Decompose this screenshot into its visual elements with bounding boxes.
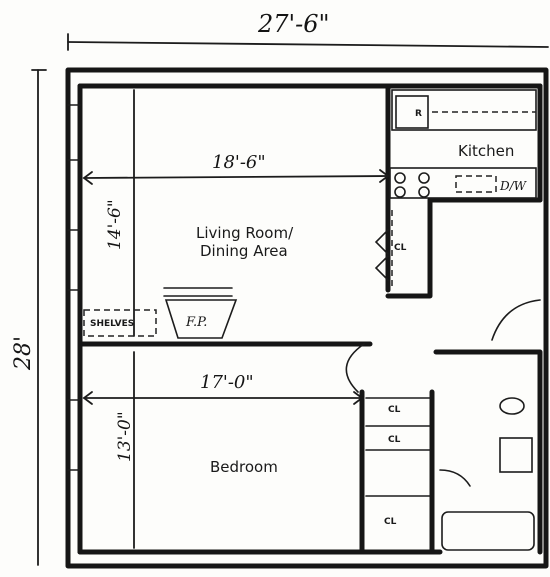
closet-door-icon xyxy=(374,229,389,255)
burner-icon xyxy=(394,186,406,198)
kitchen-counter-top xyxy=(391,89,537,131)
burner-icon xyxy=(418,172,430,184)
closet-dividers xyxy=(365,397,431,497)
bedroom-width-label: 17'-0" xyxy=(200,372,254,393)
bedroom-height-label: 13'-0" xyxy=(115,411,135,462)
bath-door-swing xyxy=(491,299,541,341)
overall-width-dimension: 27'-6" xyxy=(67,10,549,51)
kitchen-counter-bottom xyxy=(389,167,537,199)
living-height-label: 14'-6" xyxy=(105,199,125,250)
arrow-left-icon xyxy=(82,171,93,185)
closet-door-icon xyxy=(374,255,389,281)
bathroom-walls xyxy=(433,349,543,555)
burner-icon xyxy=(418,186,430,198)
living-label-line1: Living Room/ xyxy=(196,224,294,242)
closet-label: CL xyxy=(384,517,397,527)
kitchen-closet-label: CL xyxy=(394,243,407,253)
refrigerator xyxy=(395,95,429,129)
shelves-label: SHELVES xyxy=(90,319,134,329)
overall-width-line xyxy=(67,41,549,48)
toilet-icon xyxy=(499,397,525,415)
kitchen-label: Kitchen xyxy=(458,142,514,160)
overall-height-dimension: 28' xyxy=(11,69,47,566)
shelves xyxy=(83,309,157,337)
arrow-right-icon xyxy=(379,169,390,183)
bathtub-icon xyxy=(441,511,535,551)
closet-label: CL xyxy=(388,405,401,415)
arrow-left-icon xyxy=(82,391,93,405)
living-label-line2: Dining Area xyxy=(200,242,288,260)
kitchen: R D/W Kitchen CL xyxy=(374,83,543,299)
burner-icon xyxy=(394,172,406,184)
exterior-walls xyxy=(65,67,549,569)
overall-width-label: 27'-6" xyxy=(257,10,330,38)
living-width-line xyxy=(83,175,389,179)
living-dimensions: 18'-6" 14'-6" Living Room/ Dining Area xyxy=(82,89,390,337)
sink xyxy=(455,175,497,193)
bath-door-swing-lower xyxy=(439,469,471,487)
bedroom: 17'-0" 13'-0" Bedroom CL CL CL xyxy=(82,351,435,555)
fireplace xyxy=(163,287,238,339)
bedroom-door-swing xyxy=(345,343,365,393)
shelves-and-fireplace: SHELVES F.P. xyxy=(77,287,373,393)
bathroom xyxy=(433,299,543,555)
vanity xyxy=(499,437,533,473)
dishwasher-label: D/W xyxy=(499,179,528,193)
closet-label: CL xyxy=(388,435,401,445)
fireplace-label: F.P. xyxy=(185,315,207,330)
refrigerator-label: R xyxy=(415,109,422,119)
living-width-label: 18'-6" xyxy=(212,152,266,173)
kitchen-closet-wall xyxy=(385,197,433,299)
bedroom-label: Bedroom xyxy=(210,458,278,476)
overall-height-label: 28' xyxy=(11,336,36,371)
